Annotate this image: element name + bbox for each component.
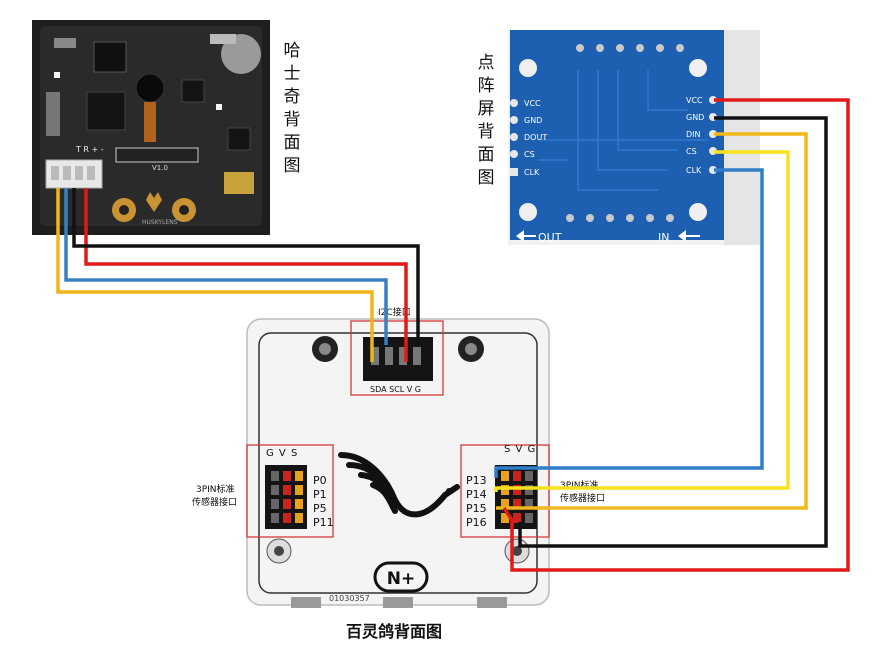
matrix-photo: VCC GND DOUT CS CLK VCC GND DIN CS CLK O… — [508, 30, 760, 245]
i2c-pin-labels: SDA SCL V G — [370, 385, 421, 394]
right-pin-p16: P16 — [466, 516, 487, 529]
wire-sda — [56, 188, 374, 362]
fpc-connector — [115, 147, 199, 163]
huskylens-version: V1.0 — [152, 164, 168, 172]
svg-text:T R + -: T R + - — [75, 145, 104, 154]
matrix-left-pin-cs: CS — [524, 150, 535, 159]
right-pin-p13: P13 — [466, 474, 487, 487]
right-sensor-highlight-box — [460, 444, 550, 538]
nplus-logo — [373, 561, 429, 593]
nplus-logo-text: N+ — [387, 569, 415, 589]
usb-port — [224, 172, 254, 194]
left-sensor-highlight-box — [246, 444, 334, 538]
matrix-in-label: IN — [658, 231, 669, 244]
matrix-right-pin-gnd: GND — [686, 113, 704, 122]
wire-vcc-matrix — [502, 98, 850, 572]
left-pin-p1: P1 — [313, 488, 327, 501]
right-pin-p15: P15 — [466, 502, 487, 515]
matrix-right-pin-clk: CLK — [686, 166, 702, 175]
right-sensor-label-2: 传感器接口 — [560, 494, 606, 504]
matrix-right-pin-cs: CS — [686, 147, 697, 156]
left-pin-p0: P0 — [313, 474, 327, 487]
wire-scl — [64, 188, 388, 345]
matrix-caption: 点阵屏背面图 — [477, 53, 495, 188]
right-sensor-header: S V G — [504, 444, 537, 455]
left-sensor-label-2: 传感器接口 — [192, 498, 238, 508]
matrix-right-pin-vcc: VCC — [686, 96, 703, 105]
wire-clk — [494, 168, 764, 478]
matrix-left-pin-clk: CLK — [524, 168, 540, 177]
left-pin-p5: P5 — [313, 502, 327, 515]
wire-vcc-husky — [84, 188, 408, 362]
dove-logo-icon — [338, 452, 460, 518]
right-sensor-label-1: 3PIN标准 — [560, 481, 599, 491]
huskylens-brand: HUSKYLENS — [142, 219, 178, 226]
in-arrow-icon — [678, 230, 686, 242]
board-serial: 01030357 — [329, 594, 370, 603]
processor-chip — [86, 91, 126, 131]
matrix-left-pin-vcc: VCC — [524, 99, 541, 108]
huskylens-caption: 哈士奇背面图 — [283, 41, 301, 176]
matrix-out-label: OUT — [538, 231, 562, 244]
i2c-highlight-box — [350, 320, 444, 396]
board-photo: N+ 01030357 — [246, 318, 550, 608]
button-component — [54, 38, 76, 48]
matrix-right-pin-din: DIN — [686, 130, 701, 139]
i2c-title: I2C接口 — [378, 308, 411, 318]
huskylens-photo: T R + - HUSKYLENS V1.0 — [32, 20, 270, 235]
out-arrow-icon — [516, 230, 524, 242]
wire-gnd-matrix — [518, 116, 828, 548]
left-pin-p11: P11 — [313, 516, 334, 529]
right-pin-p14: P14 — [466, 488, 487, 501]
wire-gnd-husky — [72, 188, 420, 345]
left-sensor-header: G V S — [266, 448, 299, 459]
wire-din — [496, 132, 808, 510]
matrix-left-pin-dout: DOUT — [524, 133, 547, 142]
wire-cs — [494, 150, 790, 492]
board-caption: 百灵鸽背面图 — [346, 622, 443, 641]
matrix-left-pin-gnd: GND — [524, 116, 542, 125]
left-sensor-label-1: 3PIN标准 — [196, 485, 235, 495]
husky-logo-icon — [146, 192, 162, 212]
